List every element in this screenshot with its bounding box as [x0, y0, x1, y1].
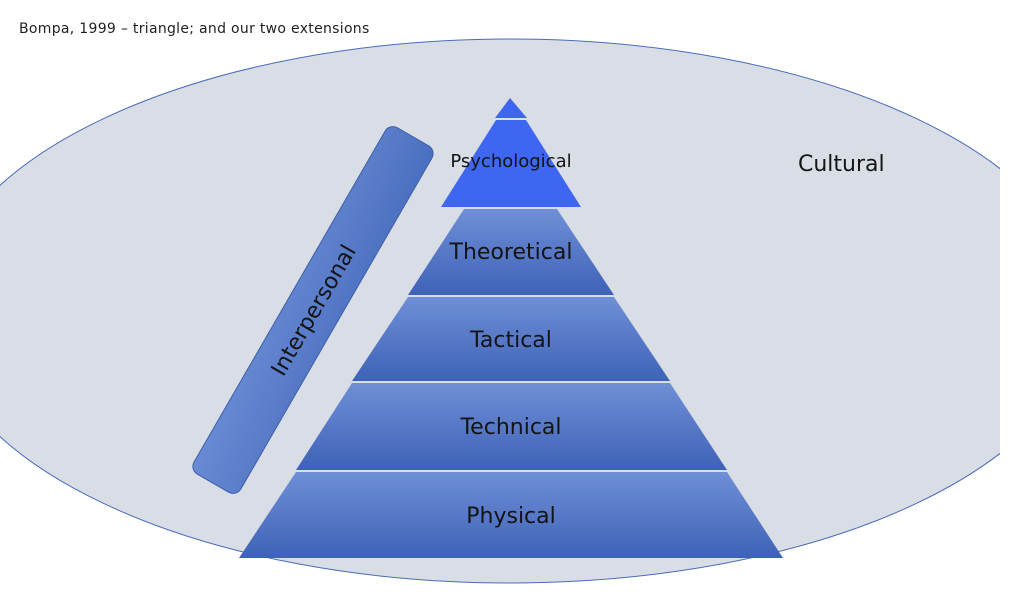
- pyramid-tier-tactical: [352, 297, 670, 381]
- pyramid-tier-psychological: [441, 120, 581, 207]
- tier-label-technical: Technical: [459, 415, 561, 440]
- tier-label-theoretical: Theoretical: [449, 240, 573, 265]
- pyramid-tier-physical: [239, 472, 783, 558]
- cultural-label: Cultural: [798, 152, 885, 177]
- pyramid-apex: [495, 98, 527, 118]
- diagram-caption: Bompa, 1999 – triangle; and our two exte…: [19, 21, 370, 37]
- tier-label-psychological: Psychological: [450, 151, 571, 172]
- pyramid-tier-technical: [296, 383, 727, 470]
- tier-label-physical: Physical: [466, 504, 556, 529]
- tier-label-tactical: Tactical: [469, 328, 552, 353]
- pyramid: [239, 98, 783, 558]
- pyramid-tier-theoretical: [408, 209, 614, 295]
- interpersonal-bar: [192, 126, 434, 494]
